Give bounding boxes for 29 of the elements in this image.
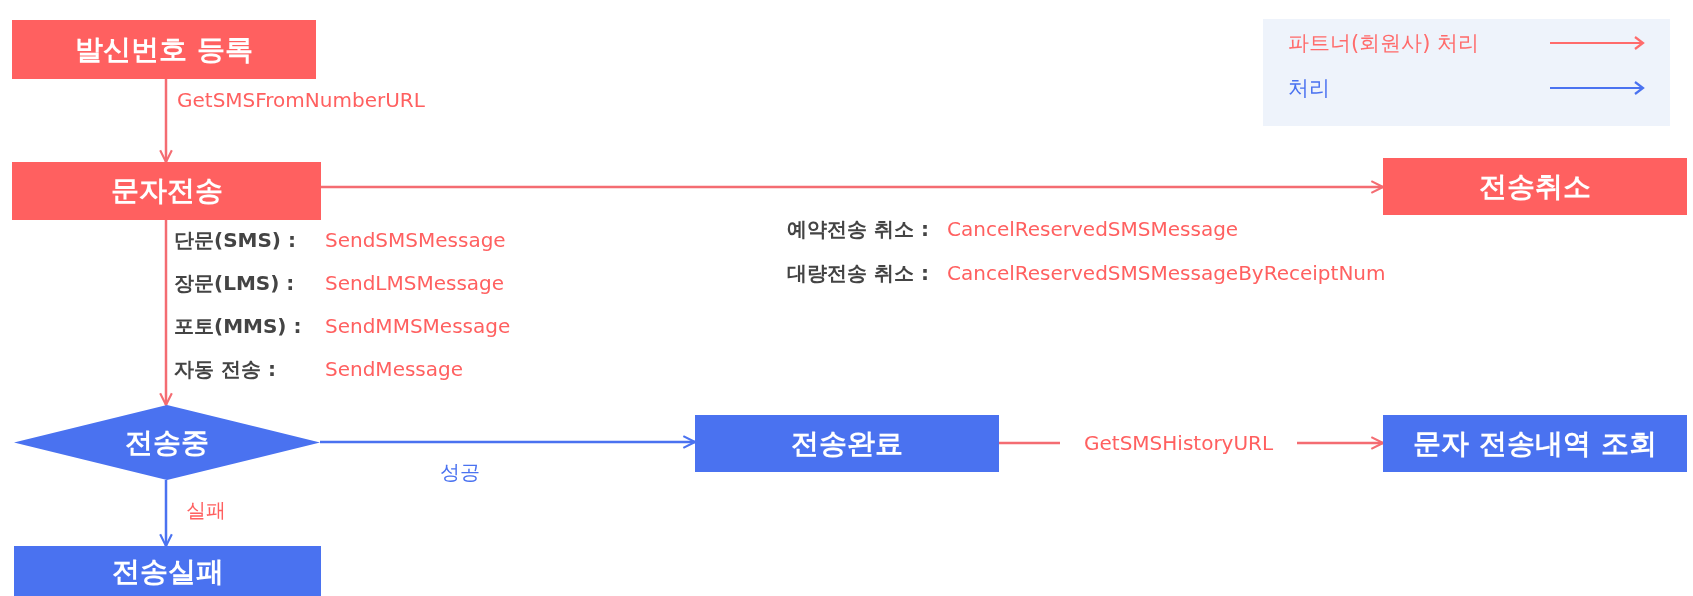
arrow <box>159 220 173 407</box>
legend-text: 파트너(회원사) 처리 <box>1288 30 1480 57</box>
method-name: CancelReservedSMSMessage <box>947 217 1239 241</box>
edge-label: 성공 <box>440 458 480 486</box>
legend-text: 처리 <box>1288 75 1330 102</box>
method-name: SendMMSMessage <box>325 314 511 338</box>
method-name: SendMessage <box>325 357 464 381</box>
message-type-label: 자동 전송 : <box>174 355 276 383</box>
message-type-label: 장문(LMS) : <box>174 269 295 297</box>
process-box: 전송취소 <box>1383 158 1687 215</box>
arrow <box>159 480 173 548</box>
arrow <box>321 180 1385 194</box>
decision-diamond: 전송중 <box>14 405 320 480</box>
message-type-label: 대량전송 취소 : <box>787 259 929 287</box>
method-name: SendSMSMessage <box>325 228 506 252</box>
process-box: 문자전송 <box>12 162 321 220</box>
process-box: 문자 전송내역 조회 <box>1383 415 1687 472</box>
method-name: CancelReservedSMSMessageByReceiptNum <box>947 261 1386 285</box>
method-name: SendLMSMessage <box>325 271 505 295</box>
process-box: 전송실패 <box>14 546 321 596</box>
arrow <box>159 79 173 164</box>
message-type-label: 예약전송 취소 : <box>787 215 929 243</box>
message-type-label: 단문(SMS) : <box>174 226 296 254</box>
edge-label: 실패 <box>186 496 226 524</box>
process-box: 발신번호 등록 <box>12 20 316 79</box>
edge-label: GetSMSFromNumberURL <box>177 88 425 112</box>
process-box: 전송완료 <box>695 415 999 472</box>
message-type-label: 포토(MMS) : <box>174 312 302 340</box>
arrow <box>320 435 697 449</box>
